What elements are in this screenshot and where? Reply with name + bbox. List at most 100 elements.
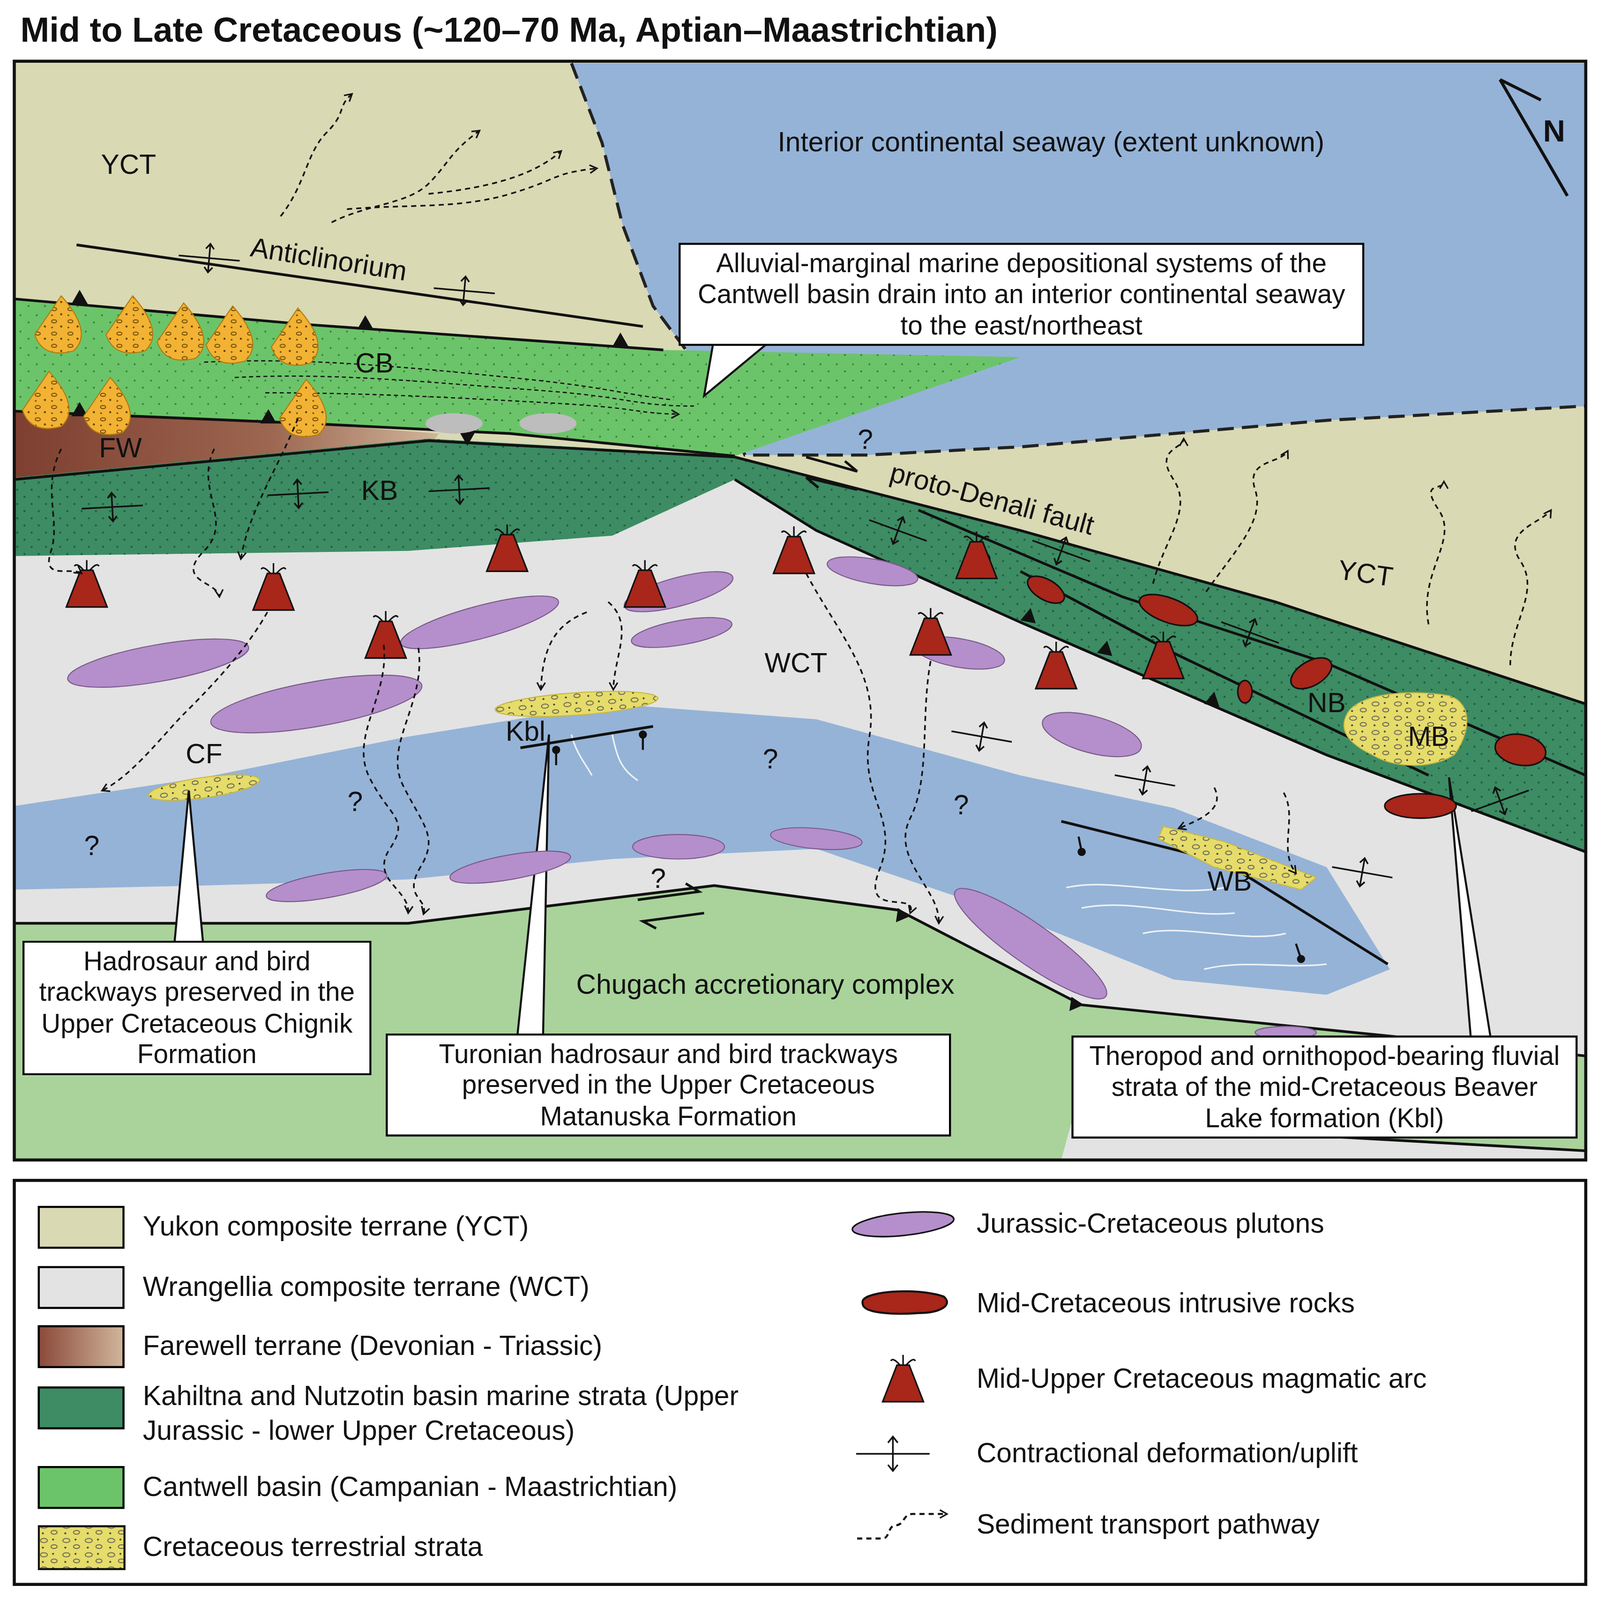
volcano [253,563,294,611]
volcano [773,526,815,574]
map-label: YCT [101,149,157,181]
sediment-path [1283,792,1296,874]
sediment-path [1206,450,1288,592]
uplift-symbol [1216,608,1285,657]
uplift-symbol [1329,852,1395,892]
intrusive-rock [1237,680,1252,703]
volcano [910,608,951,656]
volcano [624,560,666,607]
legend-symbol [846,1199,960,1251]
legend-text: Mid-Cretaceous intrusive rocks [976,1286,1569,1322]
intrusive-rock [1492,730,1549,770]
legend-text: Wrangellia composite terrane (WCT) [142,1270,807,1305]
sediment-path [1510,510,1552,666]
map-label: ? [650,864,666,896]
alluvial-fan [271,308,318,366]
pluton [620,563,737,621]
map-label: ? [347,787,363,819]
pluton [769,824,864,853]
legend-text: Contractional deformation/uplift [976,1436,1569,1472]
sediment-path [48,448,82,574]
legend-symbol [846,1428,960,1480]
map-label: ? [953,791,970,822]
alluvial-fan [156,303,204,361]
sediment-path [905,661,939,924]
callout-text: Turonian hadrosaur and bird trackways pr… [395,1038,941,1133]
map-label: ? [84,831,100,863]
pluton [632,834,725,859]
legend-text: Cretaceous terrestrial strata [142,1530,807,1566]
alluvial-fan [22,371,69,429]
uplift-symbol [432,274,496,308]
volcano [955,531,997,579]
sediment-path [331,130,480,223]
callout-text: Hadrosaur and bird trackways preserved i… [32,946,362,1071]
intrusive-rock [1023,570,1069,609]
legend-symbol [846,1278,960,1330]
sediment-path [540,612,587,690]
pluton [448,844,573,890]
legend-swatch [37,1325,125,1369]
legend-symbol [846,1354,960,1406]
volcano [486,524,528,572]
pluton [207,663,426,746]
volcano [66,560,108,607]
uplift-symbol [81,491,144,523]
uplift-symbol [1466,776,1534,825]
sediment-path [346,168,597,210]
sediment-path [193,448,220,598]
map-label: CF [185,739,223,771]
legend-text: Yukon composite terrane (YCT) [142,1210,807,1245]
legend-text: Jurassic-Cretaceous plutons [976,1207,1569,1242]
sediment-path [1178,787,1218,829]
map-label: ? [762,745,779,776]
legend-text: Sediment transport pathway [976,1508,1569,1543]
legend-swatch [37,1386,125,1430]
map-label: Kbl [505,717,546,748]
map-label: N [1543,113,1566,148]
sediment-path [363,644,409,914]
legend-text: Cantwell basin (Campanian - Maastrichtia… [142,1470,807,1505]
uplift-symbol [266,477,330,510]
map-label: KB [361,476,398,508]
map-label: ? [857,425,874,456]
map-label: WCT [764,649,828,680]
volcano [1142,631,1184,679]
callout-box: Theropod and ornithopod-bearing fluvial … [1071,1035,1578,1139]
uplift-symbol [948,717,1015,757]
volcano [365,611,407,658]
sediment-path [240,418,299,560]
map-label: MB [1407,722,1449,754]
pluton [396,585,563,660]
callout-text: Alluvial-marginal marine depositional sy… [688,247,1355,342]
uplift-symbol [1112,761,1178,800]
sediment-path [428,150,562,194]
legend-swatch [37,1466,125,1509]
alluvial-fan [105,295,153,353]
pluton [64,629,253,698]
uplift-symbol [427,473,491,506]
legend-symbol [37,1522,151,1574]
callout-box: Turonian hadrosaur and bird trackways pr… [385,1033,951,1137]
sediment-path [102,612,268,792]
alluvial-fan [34,295,82,353]
map-label: Interior continental seaway (extent unkn… [777,127,1325,159]
intrusive-rock [1135,588,1202,633]
title: Mid to Late Cretaceous (~120–70 Ma, Apti… [20,10,998,51]
legend-text: Kahiltna and Nutzotin basin marine strat… [142,1380,807,1449]
uplift-symbol [864,506,932,555]
alluvial-fan [206,306,253,364]
callout-box: Alluvial-marginal marine depositional sy… [678,242,1365,346]
sediment-path [1153,438,1184,584]
map-label: WB [1207,867,1253,898]
legend-swatch [37,1206,125,1249]
map-label: Chugach accretionary complex [576,970,955,1001]
sediment-path [280,93,352,217]
pluton [629,611,735,654]
sediment-path [608,602,622,690]
alluvial-fan [83,377,131,435]
map-label: FW [98,433,142,465]
callout-box: Hadrosaur and bird trackways preserved i… [22,940,372,1076]
intrusive-rock [1384,793,1457,819]
legend-text: Mid-Upper Cretaceous magmatic arc [976,1362,1569,1397]
